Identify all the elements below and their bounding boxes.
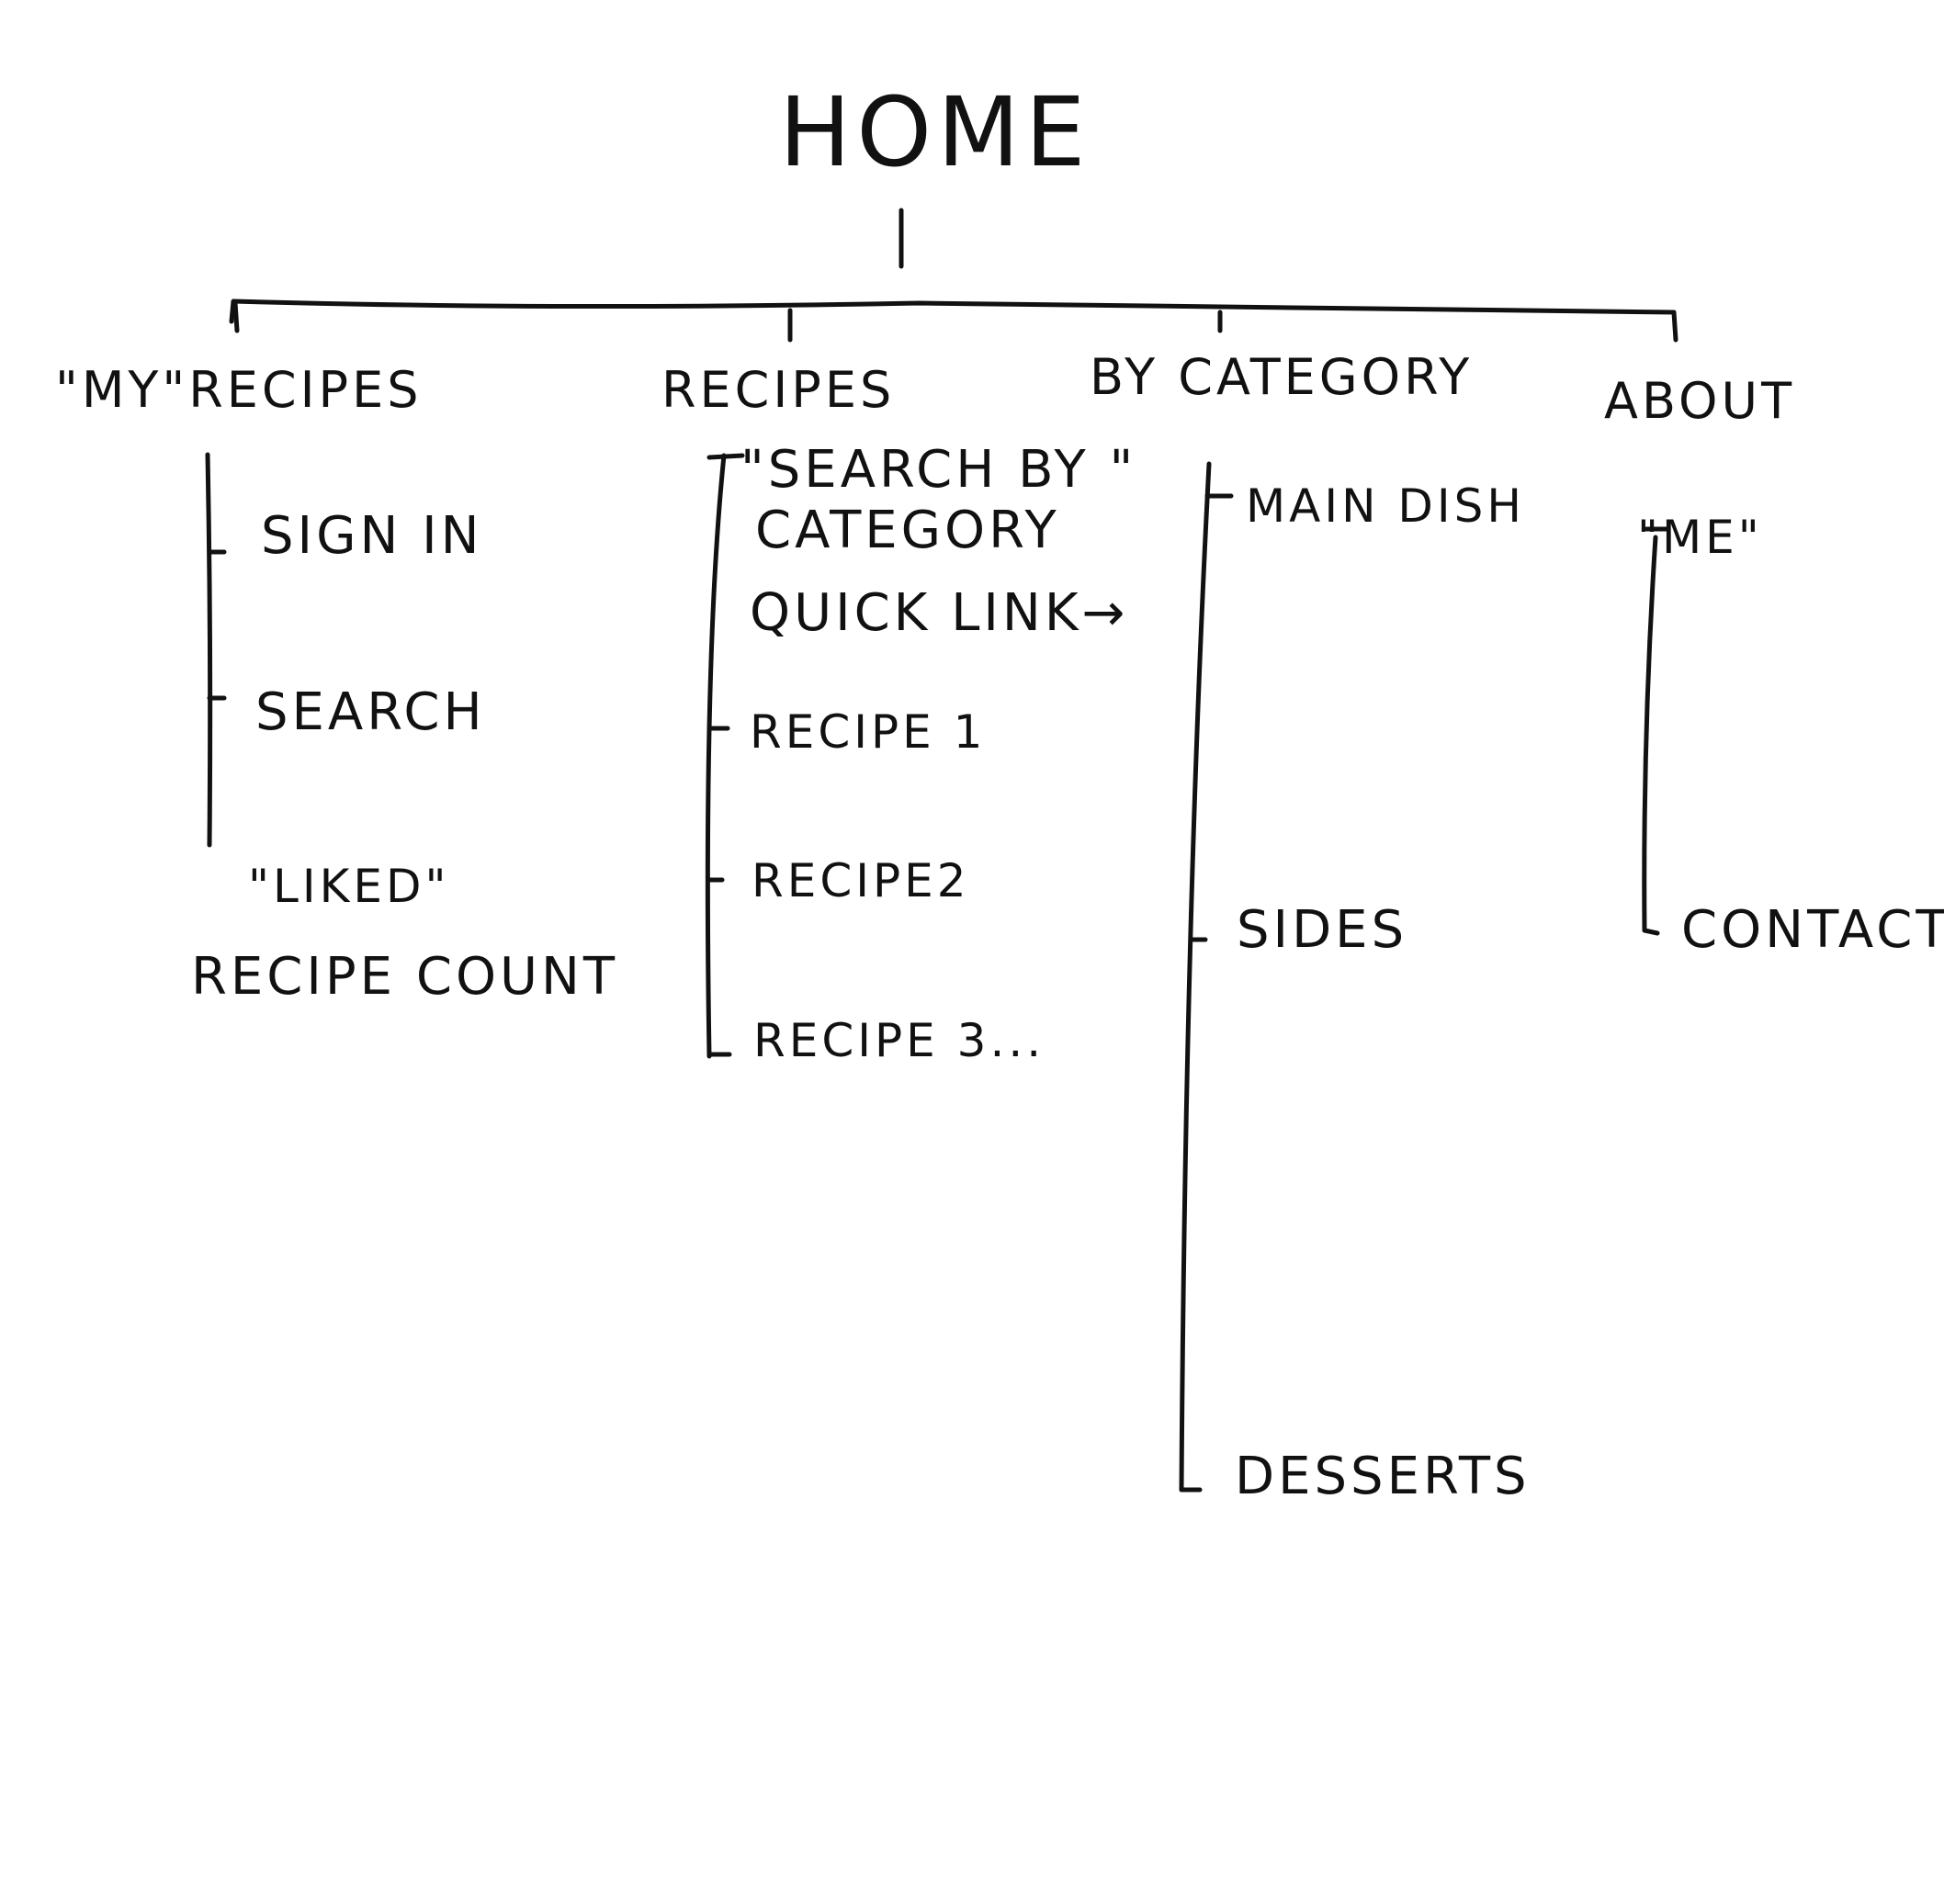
note-recipe-count: RECIPE COUNT: [191, 947, 619, 1007]
drop-my-recipes: [232, 300, 240, 333]
about-spine: [1642, 535, 1660, 936]
node-recipe-2: RECIPE2: [752, 854, 970, 907]
node-sign-in: SIGN IN: [261, 506, 483, 566]
node-recipe-3: RECIPE 3...: [753, 1014, 1045, 1067]
node-contact: CONTACT: [1681, 900, 1944, 960]
node-desserts: DESSERTS: [1235, 1447, 1531, 1506]
node-me: "ME": [1637, 511, 1763, 564]
node-category: CATEGORY: [755, 501, 1060, 560]
branch-by-category: BY CATEGORY: [1090, 348, 1474, 406]
top-bar: [229, 299, 1678, 343]
node-quick-link: QUICK LINK→: [750, 583, 1129, 643]
node-recipe-1: RECIPE 1: [750, 705, 987, 759]
tick-search-by: [706, 453, 745, 460]
branch-about: ABOUT: [1604, 372, 1796, 430]
node-main-dish: MAIN DISH: [1246, 479, 1525, 533]
branch-my-recipes: "MY"RECIPES: [55, 361, 423, 419]
recipes-spine: [705, 453, 727, 1059]
node-sides: SIDES: [1237, 900, 1408, 960]
by-category-spine: [1179, 461, 1212, 1493]
branch-recipes: RECIPES: [661, 361, 896, 419]
node-search-by: "SEARCH BY ": [740, 440, 1137, 500]
node-search: SEARCH: [255, 682, 486, 742]
my-recipes-spine: [205, 452, 213, 848]
root-node-home: HOME: [779, 76, 1091, 188]
note-liked: "LIKED": [248, 860, 450, 913]
